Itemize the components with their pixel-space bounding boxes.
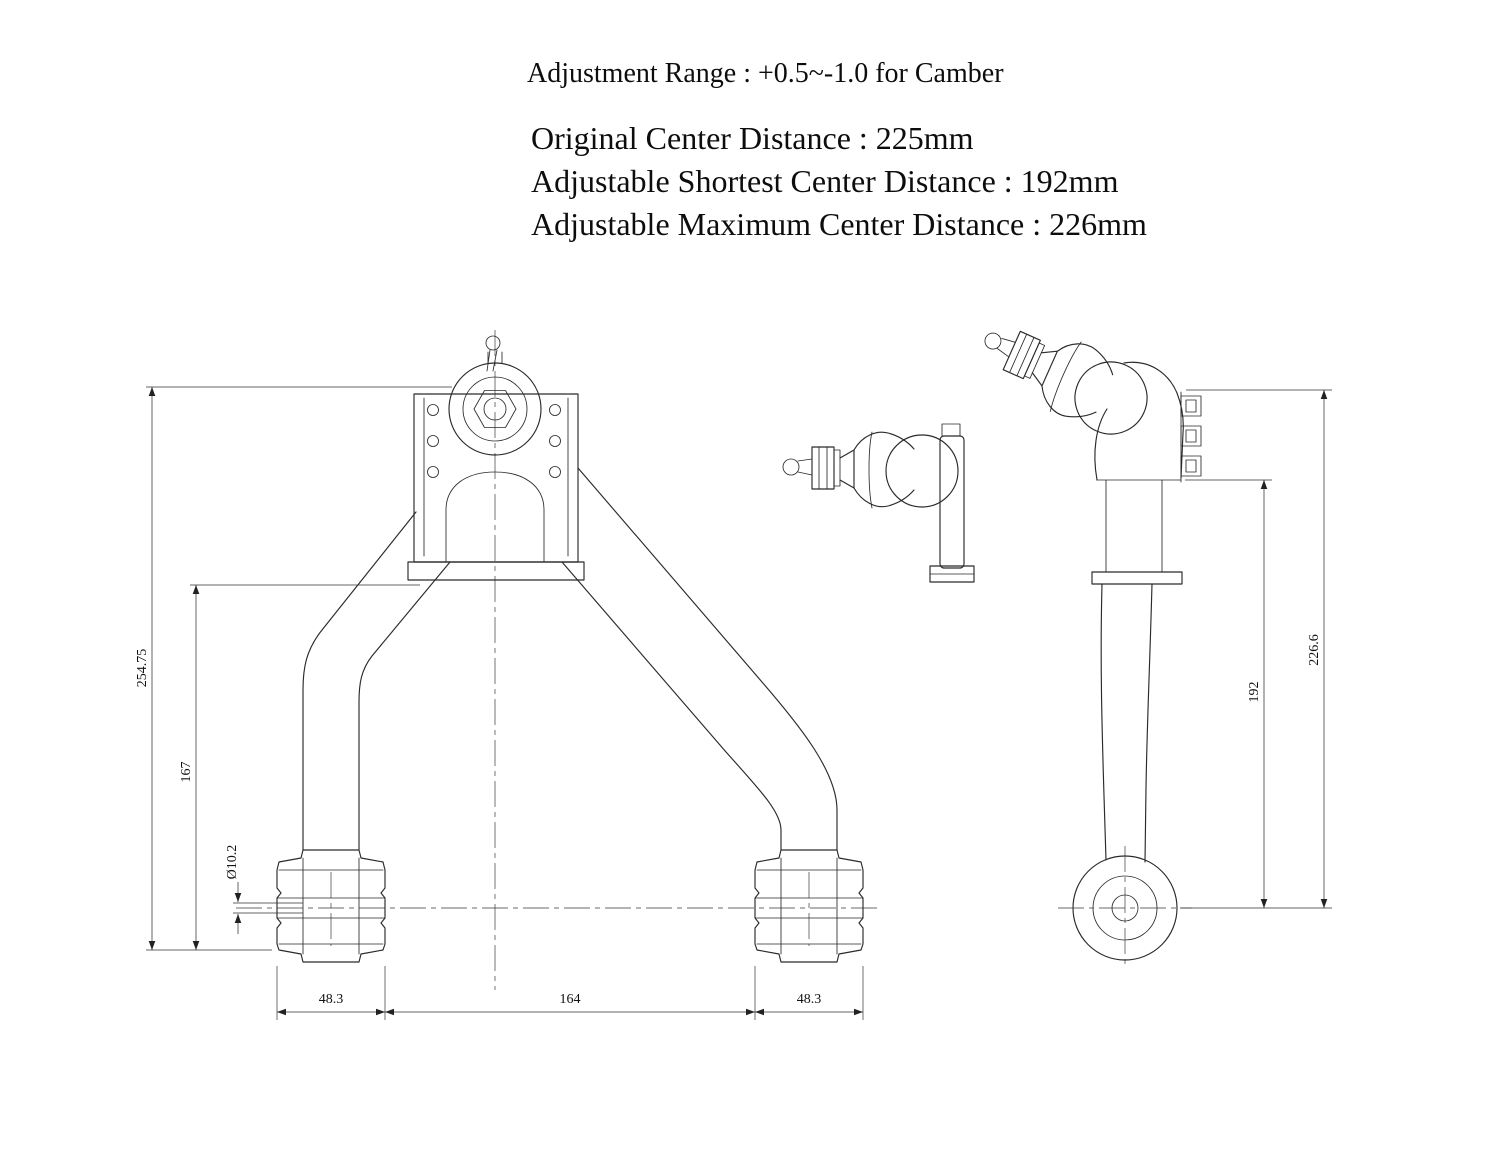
ball-joint-core-side-view bbox=[782, 431, 959, 509]
bolt-tab bbox=[1180, 425, 1202, 447]
dust-boot-crease bbox=[868, 431, 873, 509]
front-bracket bbox=[407, 393, 585, 581]
bolt-hole bbox=[427, 435, 439, 447]
bolt-hole bbox=[549, 435, 561, 447]
dim-center-span-label: 164 bbox=[560, 992, 581, 1007]
left-bushing-ribs bbox=[276, 857, 386, 955]
header-block: Adjustment Range : +0.5~-1.0 for Camber … bbox=[527, 58, 1147, 242]
bolt-hole bbox=[427, 404, 439, 416]
bolt-hole bbox=[427, 466, 439, 478]
bolt-hole bbox=[549, 466, 561, 478]
dim-left-bushing-label: 48.3 bbox=[319, 992, 344, 1007]
housing-foot bbox=[1091, 571, 1183, 585]
ball-housing-inner-circle bbox=[462, 376, 528, 442]
front-ball-joint bbox=[448, 351, 542, 456]
left-bushing bbox=[276, 849, 386, 963]
dim-shortest-center-label: 192 bbox=[1247, 682, 1262, 703]
castle-nut-facets bbox=[818, 446, 828, 490]
bolt-tab bbox=[1180, 455, 1202, 477]
bracket-bolt-holes bbox=[427, 404, 561, 478]
dim-arm-height-label: 167 bbox=[179, 762, 194, 783]
dust-boot bbox=[853, 431, 915, 508]
dim-overall-height-label: 254.75 bbox=[135, 649, 150, 688]
note-maximum-distance: Adjustable Maximum Center Distance : 226… bbox=[531, 206, 1147, 242]
bolt-tab-inner bbox=[1185, 459, 1197, 473]
housing-block bbox=[939, 435, 965, 569]
bracket-outer-plate bbox=[413, 393, 579, 563]
bolt-hole bbox=[549, 404, 561, 416]
stud-taper bbox=[839, 449, 855, 489]
castle-nut bbox=[811, 446, 835, 490]
front-view-dimensions: 254.75 167 Ø10.2 48.3 164 48.3 bbox=[135, 386, 864, 1020]
note-original-distance: Original Center Distance : 225mm bbox=[531, 120, 974, 156]
side-arm-tube bbox=[1100, 583, 1153, 863]
left-bushing-outline bbox=[276, 849, 386, 963]
side-view-dimensions: 192 226.6 bbox=[1180, 389, 1332, 909]
housing-plate-edges bbox=[1096, 479, 1182, 573]
bolt-tab bbox=[1180, 395, 1202, 417]
detached-ball-joint-housing bbox=[929, 423, 975, 583]
cotter-pin-ring bbox=[782, 458, 800, 476]
right-bushing-ribs bbox=[754, 857, 864, 955]
housing-left-shoulder bbox=[1094, 408, 1108, 481]
side-arm-top-housing bbox=[1091, 361, 1202, 585]
overall-height-extension-lines bbox=[146, 386, 452, 951]
dim-bore-label: Ø10.2 bbox=[225, 845, 240, 880]
adjuster-bolt-tabs bbox=[1180, 395, 1202, 477]
stud-tip-lines bbox=[487, 351, 503, 364]
bushing-vertical-centerlines bbox=[330, 872, 810, 946]
right-bushing bbox=[754, 849, 864, 963]
dim-maximum-center-label: 226.6 bbox=[1307, 634, 1322, 666]
eye-centerlines bbox=[1058, 846, 1192, 968]
side-extension-lines bbox=[1180, 389, 1332, 909]
side-view-upper-ball-joint bbox=[968, 305, 1161, 448]
cotter-pin-legs bbox=[797, 458, 813, 476]
right-bushing-outline bbox=[754, 849, 864, 963]
ball-socket bbox=[885, 434, 959, 508]
housing-cap-right-edge bbox=[1123, 361, 1184, 479]
bolt-tab-inner bbox=[1185, 429, 1197, 443]
adjustment-range-title: Adjustment Range : +0.5~-1.0 for Camber bbox=[527, 58, 1004, 89]
left-arm-tube bbox=[302, 511, 451, 851]
ball-housing-outer-circle bbox=[448, 362, 542, 456]
front-view bbox=[236, 330, 878, 990]
side-view bbox=[968, 305, 1202, 968]
bore-extension-lines bbox=[233, 902, 303, 914]
stud-end-circle bbox=[483, 397, 507, 421]
bolt-tab-inner bbox=[1185, 399, 1197, 413]
washer bbox=[833, 449, 841, 487]
note-shortest-distance: Adjustable Shortest Center Distance : 19… bbox=[531, 163, 1119, 199]
castle-nut-hexagon bbox=[473, 390, 517, 428]
right-arm-tube bbox=[561, 467, 838, 851]
bracket-inner-edges bbox=[423, 397, 569, 557]
bracket-base-flange bbox=[407, 561, 585, 581]
cotter-pin-legs bbox=[486, 349, 498, 372]
cotter-pin-ring bbox=[485, 335, 501, 351]
front-cotter-pin bbox=[485, 335, 501, 372]
housing-top-step bbox=[941, 423, 961, 437]
bottom-extension-lines bbox=[276, 966, 864, 1020]
dim-right-bushing-label: 48.3 bbox=[797, 992, 822, 1007]
bracket-arch-cutout bbox=[445, 471, 545, 563]
